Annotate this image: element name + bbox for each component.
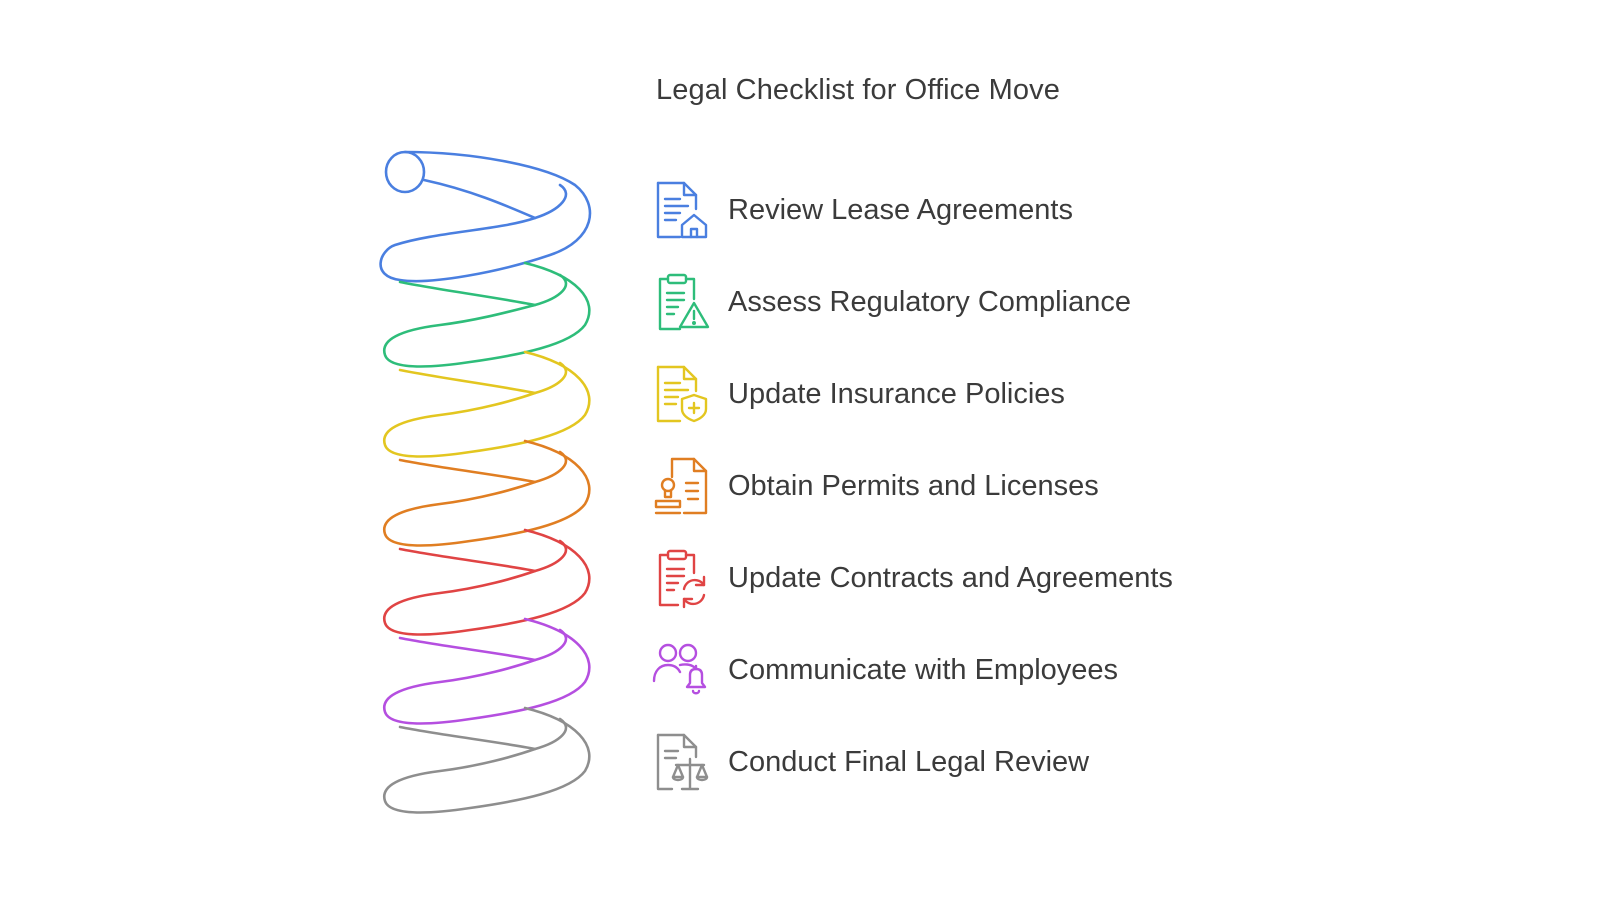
checklist-item-label: Conduct Final Legal Review	[728, 745, 1090, 778]
clipboard-warning-icon	[650, 271, 712, 333]
checklist-item-insurance-policies: Update Insurance Policies	[650, 362, 1065, 426]
document-house-icon	[650, 179, 712, 241]
spring-coil-blue	[379, 150, 592, 283]
checklist-item-label: Update Contracts and Agreements	[728, 561, 1173, 594]
checklist-item-update-contracts: Update Contracts and Agreements	[650, 546, 1173, 610]
checklist-item-final-legal-review: Conduct Final Legal Review	[650, 730, 1089, 794]
spring-coil-yellow	[382, 350, 591, 458]
clipboard-refresh-icon	[650, 547, 712, 609]
checklist-item-regulatory-compliance: Assess Regulatory Compliance	[650, 270, 1131, 334]
spring-top-cap	[384, 150, 426, 194]
document-shield-icon	[650, 363, 712, 425]
page-title: Legal Checklist for Office Move	[656, 74, 1060, 106]
checklist-item-label: Communicate with Employees	[728, 653, 1119, 686]
users-bell-icon	[650, 639, 712, 701]
checklist-item-communicate-employees: Communicate with Employees	[650, 638, 1118, 702]
spring-coil-gray	[382, 706, 591, 814]
document-scale-icon	[650, 731, 712, 793]
checklist-item-review-lease: Review Lease Agreements	[650, 178, 1073, 242]
spring-coil-purple	[382, 617, 591, 725]
spring-coil-orange	[382, 439, 591, 547]
checklist-item-permits-licenses: Obtain Permits and Licenses	[650, 454, 1099, 518]
document-stamp-icon	[650, 455, 712, 517]
checklist-item-label: Review Lease Agreements	[728, 193, 1073, 226]
checklist-item-label: Assess Regulatory Compliance	[728, 285, 1131, 318]
spring-coil-red	[382, 528, 591, 636]
checklist-item-label: Obtain Permits and Licenses	[728, 469, 1099, 502]
checklist-item-label: Update Insurance Policies	[728, 377, 1065, 410]
spring-coil-green	[382, 261, 591, 368]
